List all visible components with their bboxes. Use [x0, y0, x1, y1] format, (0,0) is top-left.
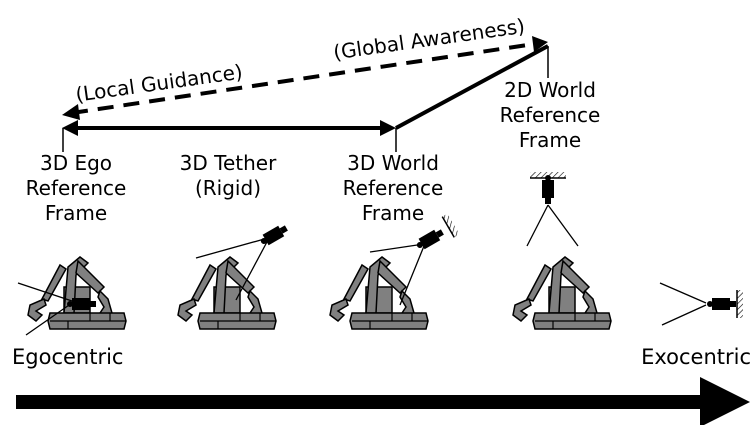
exocentric-label: Exocentric [641, 345, 751, 369]
spectrum-arrow [16, 377, 750, 427]
svg-text:2D World: 2D World [504, 78, 596, 102]
ego-frame-label: 3D Ego Reference Frame [26, 151, 127, 225]
world3d-frame-label: 3D World Reference Frame [343, 151, 444, 225]
svg-text:Frame: Frame [362, 201, 424, 225]
world2d-frame-label: 2D World Reference Frame [500, 78, 601, 152]
camera-icon [414, 226, 446, 252]
global-awareness-label: (Global Awareness) [332, 14, 527, 65]
svg-text:(Rigid): (Rigid) [195, 176, 261, 200]
svg-text:Frame: Frame [519, 128, 581, 152]
ego-scene [17, 256, 127, 336]
excavator-icon [512, 256, 612, 330]
exo-scene [659, 282, 743, 326]
svg-text:Reference: Reference [26, 176, 127, 200]
svg-text:Reference: Reference [343, 176, 444, 200]
camera-icon [542, 175, 554, 204]
excavator-icon [329, 256, 429, 330]
svg-text:3D World: 3D World [347, 151, 439, 175]
excavator-icon [177, 256, 277, 330]
camera-icon [707, 298, 736, 310]
tether-scene [177, 222, 290, 330]
excavator-icon [27, 256, 127, 330]
svg-text:Reference: Reference [500, 103, 601, 127]
solid-link-line [395, 44, 549, 130]
svg-text:3D Ego: 3D Ego [40, 151, 112, 175]
svg-text:Frame: Frame [45, 201, 107, 225]
svg-text:3D Tether: 3D Tether [180, 151, 277, 175]
tether-frame-label: 3D Tether (Rigid) [180, 151, 277, 200]
egocentric-label: Egocentric [12, 345, 123, 369]
camera-icon [258, 222, 290, 248]
world3d-scene [329, 213, 460, 330]
solid-double-arrow [62, 120, 396, 136]
world2d-scene [512, 172, 612, 330]
dashed-double-arrow [62, 36, 548, 120]
